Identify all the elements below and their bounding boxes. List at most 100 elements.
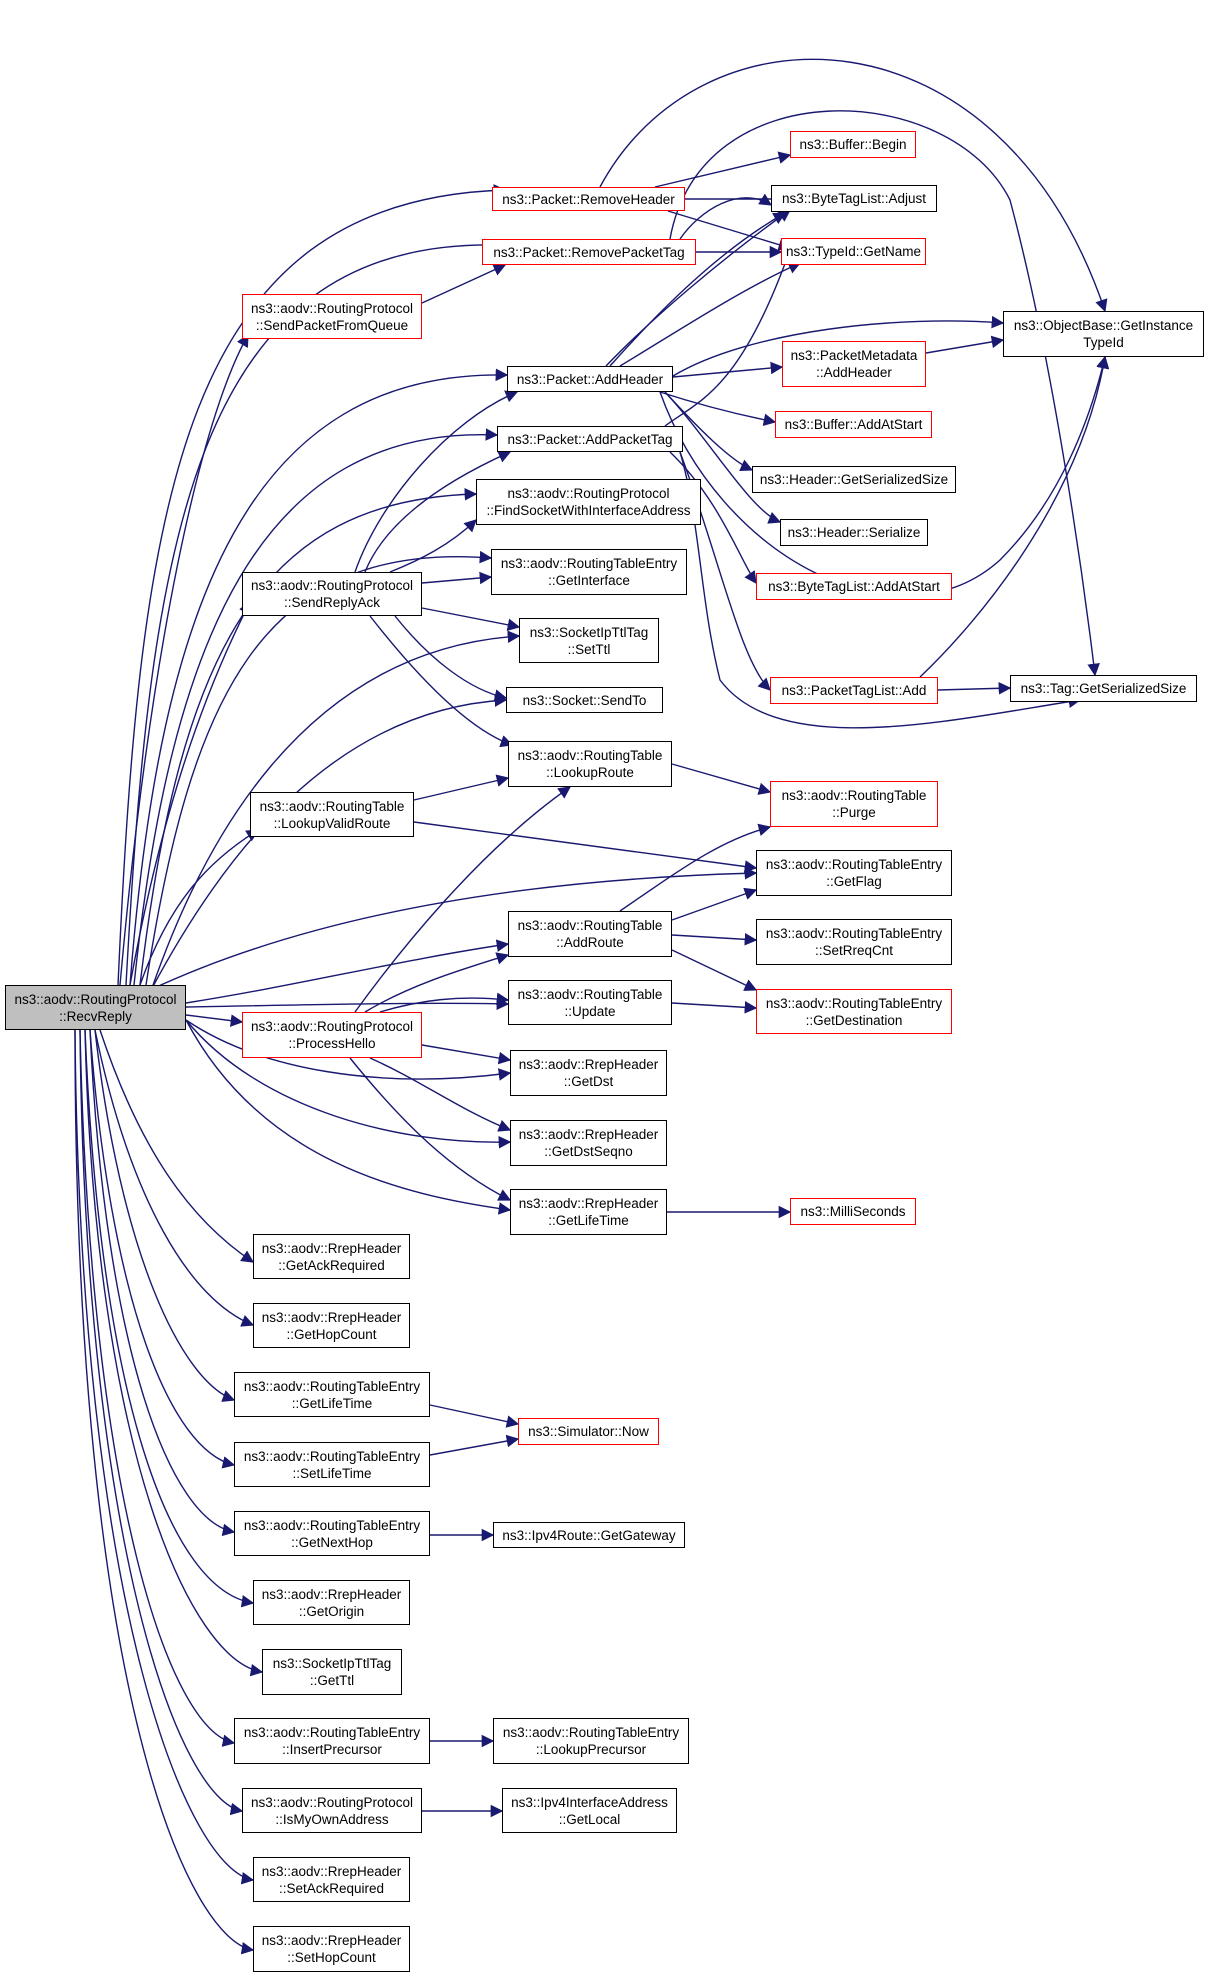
node-processhello[interactable]: ns3::aodv::RoutingProtocol::ProcessHello: [242, 1012, 422, 1058]
node-routingtable-addroute[interactable]: ns3::aodv::RoutingTable::AddRoute: [508, 911, 672, 957]
node-rrepheader-getlifetime[interactable]: ns3::aodv::RrepHeader::GetLifeTime: [510, 1189, 667, 1235]
call-edge: [149, 867, 758, 991]
node-rte-getlifetime[interactable]: ns3::aodv::RoutingTableEntry::GetLifeTim…: [234, 1372, 430, 1417]
node-findsocketwithinterfaceaddress[interactable]: ns3::aodv::RoutingProtocol::FindSocketWi…: [476, 479, 701, 525]
node-socketipttltag-setttl[interactable]: ns3::SocketIpTtlTag::SetTtl: [519, 618, 659, 663]
call-edge: [79, 1029, 244, 1816]
call-edge: [185, 939, 510, 1004]
call-edge: [119, 333, 249, 986]
call-edge: [429, 1404, 520, 1428]
call-edge: [185, 997, 510, 1011]
node-header-serialize[interactable]: ns3::Header::Serialize: [780, 519, 928, 546]
node-rte-setlifetime[interactable]: ns3::aodv::RoutingTableEntry::SetLifeTim…: [234, 1442, 430, 1487]
call-edge: [389, 519, 477, 573]
node-routingtable-lookuproute[interactable]: ns3::aodv::RoutingTable::LookupRoute: [508, 741, 672, 787]
call-edge: [605, 209, 792, 367]
node-rrepheader-getorigin[interactable]: ns3::aodv::RrepHeader::GetOrigin: [253, 1580, 410, 1625]
node-packet-removepackettag[interactable]: ns3::Packet::RemovePacketTag: [482, 239, 696, 265]
call-edge: [139, 488, 478, 986]
node-rte-setrreqcnt[interactable]: ns3::aodv::RoutingTableEntry::SetRreqCnt: [756, 919, 952, 965]
call-edge: [349, 1057, 512, 1201]
call-edge: [609, 212, 787, 367]
node-packet-addheader[interactable]: ns3::Packet::AddHeader: [507, 366, 673, 392]
node-tag-getserializedsize[interactable]: ns3::Tag::GetSerializedSize: [1010, 675, 1197, 702]
call-edge: [354, 390, 519, 573]
node-rrepheader-setackrequired[interactable]: ns3::aodv::RrepHeader::SetAckRequired: [253, 1857, 410, 1902]
node-bytetaglist-adjust[interactable]: ns3::ByteTagList::Adjust: [771, 185, 937, 212]
node-packettaglist-add[interactable]: ns3::PacketTagList::Add: [770, 677, 938, 704]
node-rte-getdestination[interactable]: ns3::aodv::RoutingTableEntry::GetDestina…: [756, 989, 952, 1034]
call-edge: [185, 1019, 512, 1149]
node-socket-sendto[interactable]: ns3::Socket::SendTo: [506, 687, 663, 713]
call-edge: [74, 1029, 255, 1955]
call-edge: [671, 763, 772, 795]
node-rrepheader-getdstseqno[interactable]: ns3::aodv::RrepHeader::GetDstSeqno: [510, 1120, 667, 1166]
call-edge: [413, 774, 510, 801]
node-rte-getnexthop[interactable]: ns3::aodv::RoutingTableEntry::GetNextHop: [234, 1511, 430, 1556]
call-edge: [99, 1029, 255, 1263]
node-buffer-begin[interactable]: ns3::Buffer::Begin: [790, 131, 916, 158]
call-edge: [421, 571, 493, 585]
call-edge: [937, 682, 1012, 695]
call-edge: [369, 615, 514, 748]
call-edge: [599, 58, 1108, 313]
call-edge: [394, 615, 508, 702]
call-edge: [654, 151, 792, 188]
node-socketipttltag-getttl[interactable]: ns3::SocketIpTtlTag::GetTtl: [262, 1649, 402, 1695]
node-packetmetadata-addheader[interactable]: ns3::PacketMetadata::AddHeader: [782, 341, 926, 387]
node-rrepheader-getdst[interactable]: ns3::aodv::RrepHeader::GetDst: [510, 1050, 667, 1096]
node-buffer-addatstart[interactable]: ns3::Buffer::AddAtStart: [775, 411, 932, 438]
node-rte-insertprecursor[interactable]: ns3::aodv::RoutingTableEntry::InsertPrec…: [234, 1718, 430, 1764]
node-rrepheader-sethopcount[interactable]: ns3::aodv::RrepHeader::SetHopCount: [253, 1926, 410, 1972]
call-edge: [664, 391, 782, 524]
node-rte-getinterface[interactable]: ns3::aodv::RoutingTableEntry::GetInterfa…: [491, 549, 687, 595]
node-milliseconds[interactable]: ns3::MilliSeconds: [790, 1198, 916, 1225]
call-edge: [671, 933, 758, 946]
node-bytetaglist-addatstart[interactable]: ns3::ByteTagList::AddAtStart: [756, 573, 952, 600]
node-ipv4route-getgateway[interactable]: ns3::Ipv4Route::GetGateway: [493, 1522, 685, 1548]
node-rrepheader-gethopcount[interactable]: ns3::aodv::RrepHeader::GetHopCount: [253, 1303, 410, 1348]
call-edge: [364, 952, 510, 1013]
node-routingtable-update[interactable]: ns3::aodv::RoutingTable::Update: [508, 980, 672, 1025]
call-edge: [89, 1029, 236, 1469]
node-ismyownaddress[interactable]: ns3::aodv::RoutingProtocol::IsMyOwnAddre…: [242, 1788, 422, 1833]
call-edge: [421, 607, 521, 632]
call-edge: [89, 1029, 236, 1537]
call-edge: [84, 1029, 264, 1677]
node-simulator-now[interactable]: ns3::Simulator::Now: [518, 1418, 659, 1445]
call-edge: [659, 391, 777, 426]
call-edge: [369, 1057, 512, 1132]
node-routingtable-purge[interactable]: ns3::aodv::RoutingTable::Purge: [770, 781, 938, 827]
call-edge: [129, 368, 509, 986]
call-edge: [421, 263, 507, 304]
node-header-getserializedsize[interactable]: ns3::Header::GetSerializedSize: [752, 466, 956, 493]
call-edge: [919, 355, 1110, 678]
call-edge: [79, 1029, 236, 1747]
call-edge: [139, 829, 260, 986]
call-edge: [133, 428, 499, 986]
call-edge: [925, 335, 1005, 354]
node-packet-removeheader[interactable]: ns3::Packet::RemoveHeader: [492, 187, 685, 211]
node-ipv4interfaceaddress-getlocal[interactable]: ns3::Ipv4InterfaceAddress::GetLocal: [502, 1788, 677, 1833]
node-typeid-getname[interactable]: ns3::TypeId::GetName: [781, 238, 926, 265]
call-edge: [669, 110, 1100, 677]
node-rte-lookupprecursor[interactable]: ns3::aodv::RoutingTableEntry::LookupPrec…: [493, 1718, 689, 1764]
call-edge: [667, 210, 792, 251]
node-packet-addpackettag[interactable]: ns3::Packet::AddPacketTag: [497, 426, 683, 452]
call-edge: [679, 193, 773, 240]
node-routingtable-lookupvalidroute[interactable]: ns3::aodv::RoutingTable::LookupValidRout…: [250, 792, 414, 837]
call-edge: [129, 600, 251, 986]
call-edge: [74, 1029, 255, 1885]
node-sendpacketfromqueue[interactable]: ns3::aodv::RoutingProtocol::SendPacketFr…: [242, 294, 422, 339]
node-rrepheader-getackrequired[interactable]: ns3::aodv::RrepHeader::GetAckRequired: [253, 1234, 410, 1279]
node-sendreplyack[interactable]: ns3::aodv::RoutingProtocol::SendReplyAck: [242, 572, 422, 616]
node-rte-getflag[interactable]: ns3::aodv::RoutingTableEntry::GetFlag: [756, 850, 952, 896]
call-edge: [421, 1044, 512, 1065]
call-edge: [659, 355, 1109, 597]
call-edge: [672, 361, 784, 378]
call-edge: [379, 992, 510, 1013]
call-edge: [185, 1014, 244, 1027]
call-edge: [354, 786, 572, 1013]
